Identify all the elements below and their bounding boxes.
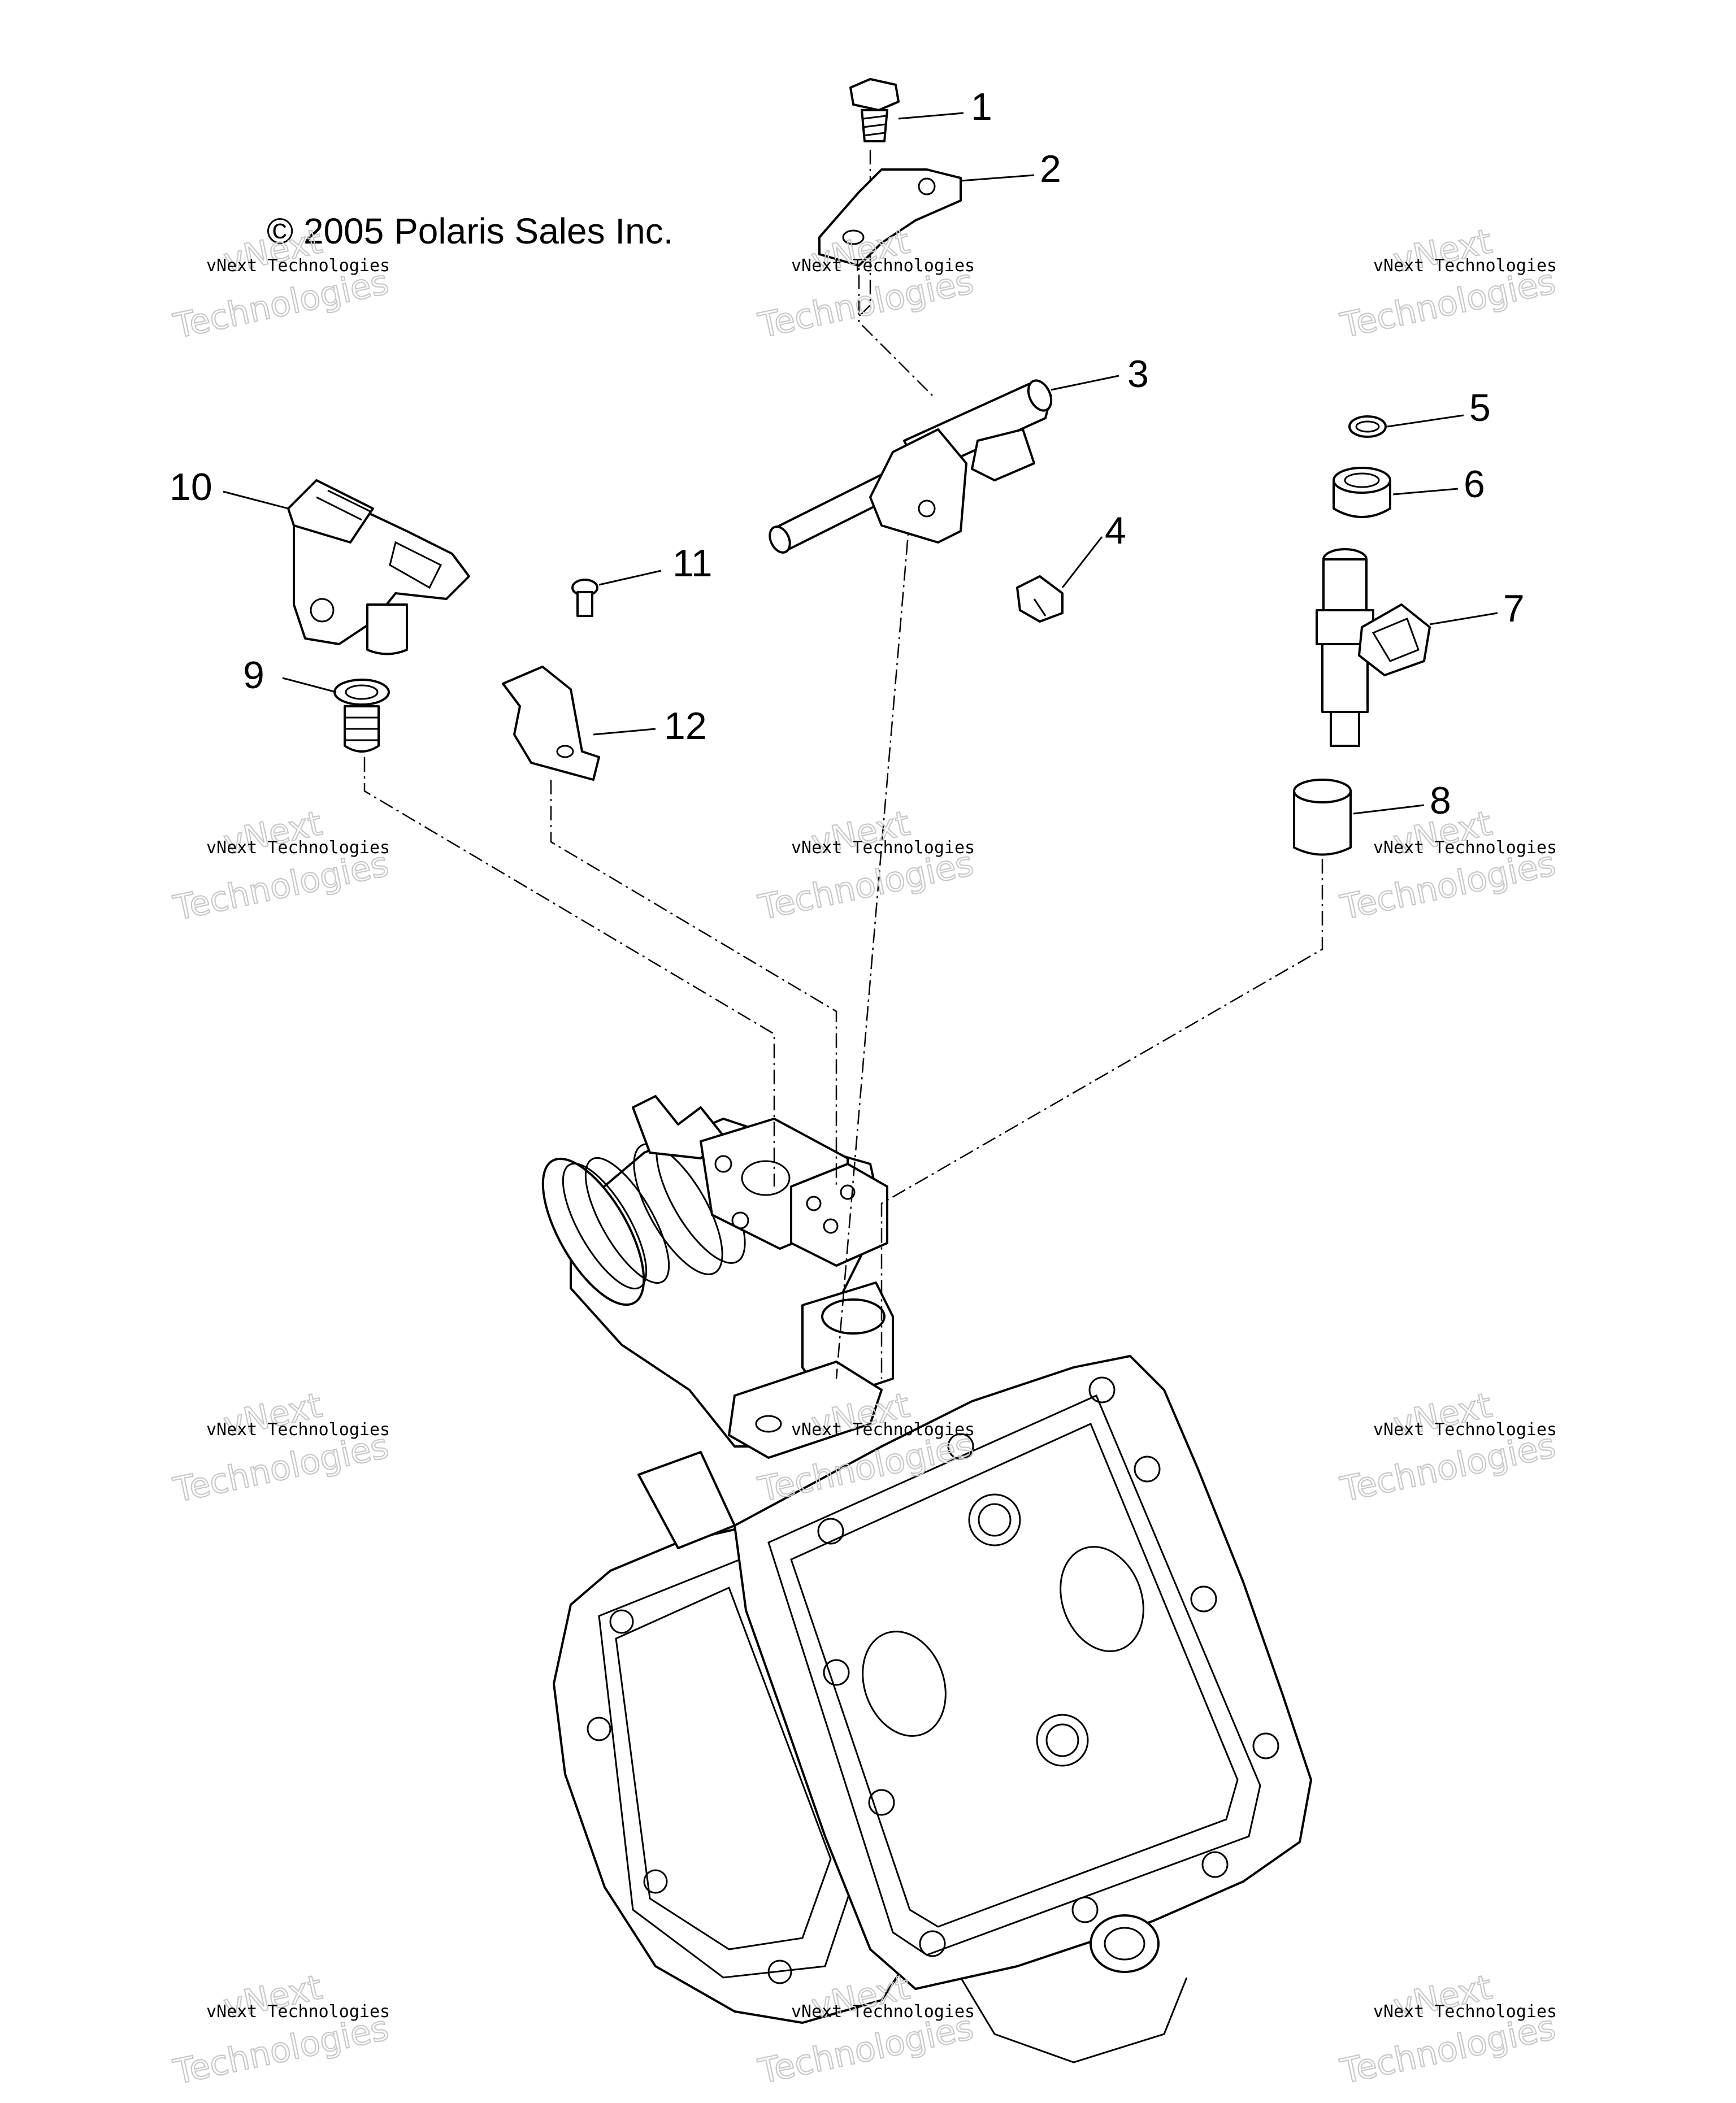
callout-labels: 1 2 3 4 5 6 7 8 9 10 11 12: [170, 85, 1525, 822]
callout-4: 4: [1105, 509, 1126, 552]
svg-text:vNext Technologies: vNext Technologies: [206, 1420, 390, 1440]
part-4-screw: [1016, 575, 1064, 623]
leader-lines: [223, 112, 1498, 815]
svg-text:vNext Technologies: vNext Technologies: [791, 838, 975, 858]
callout-12: 12: [664, 705, 707, 748]
part-12-bracket: [502, 666, 600, 781]
watermark: vNext vNext Technologies Technologies: [754, 803, 978, 928]
svg-text:vNext Technologies: vNext Technologies: [1373, 256, 1557, 276]
svg-text:vNext Technologies: vNext Technologies: [206, 838, 390, 858]
part-11-screw: [571, 579, 598, 617]
svg-text:vNext Technologies: vNext Technologies: [791, 1420, 975, 1440]
part-10-map-sensor: [287, 479, 470, 655]
assembly-lines: [363, 150, 1323, 1379]
part-5-o-ring: [1348, 415, 1387, 438]
callout-8: 8: [1430, 779, 1451, 822]
part-9-plug: [333, 679, 390, 753]
part-8-spacer: [1293, 779, 1352, 856]
svg-text:vNext Technologies: vNext Technologies: [206, 2002, 390, 2022]
part-2-bracket: [818, 168, 962, 267]
watermark: vNext vNext Technologies Technologies: [170, 803, 393, 929]
watermark: vNext vNext Technologies Technologies: [1336, 1385, 1560, 1510]
cylinder-head-assembly: [553, 1355, 1312, 2063]
callout-2: 2: [1040, 147, 1061, 190]
svg-text:vNext Technologies: vNext Technologies: [1373, 1420, 1557, 1440]
svg-text:vNext Technologies: vNext Technologies: [791, 256, 975, 276]
svg-text:vNext Technologies: vNext Technologies: [1373, 2002, 1557, 2022]
svg-text:vNext Technologies: vNext Technologies: [206, 256, 390, 276]
callout-5: 5: [1469, 386, 1491, 429]
callout-7: 7: [1503, 587, 1525, 630]
watermark: vNext vNext Technologies Technologies: [170, 1385, 393, 1511]
watermark: vNext vNext Technologies Technologies: [1336, 221, 1560, 346]
watermark: vNext vNext Technologies Technologies: [170, 1967, 393, 2093]
watermark: vNext vNext Technologies Technologies: [1336, 803, 1560, 928]
svg-text:vNext Technologies: vNext Technologies: [1373, 838, 1557, 858]
callout-10: 10: [170, 466, 212, 509]
part-3-fuel-rail: [769, 379, 1053, 554]
callout-9: 9: [243, 654, 264, 697]
part-7-fuel-injector: [1316, 548, 1431, 747]
callout-1: 1: [971, 85, 992, 128]
callout-11: 11: [672, 542, 713, 585]
copyright-notice: © 2005 Polaris Sales Inc.: [267, 211, 674, 251]
svg-text:vNext Technologies: vNext Technologies: [791, 2002, 975, 2022]
callout-3: 3: [1127, 353, 1149, 396]
callout-6: 6: [1464, 463, 1485, 506]
watermark: vNext vNext Technologies Technologies: [1336, 1967, 1560, 2092]
watermark: vNext vNext Technologies Technologies: [170, 221, 393, 347]
part-1-bolt: [849, 78, 900, 142]
part-6-grommet: [1333, 467, 1391, 518]
watermark: vNext vNext Technologies Technologies: [754, 221, 978, 346]
